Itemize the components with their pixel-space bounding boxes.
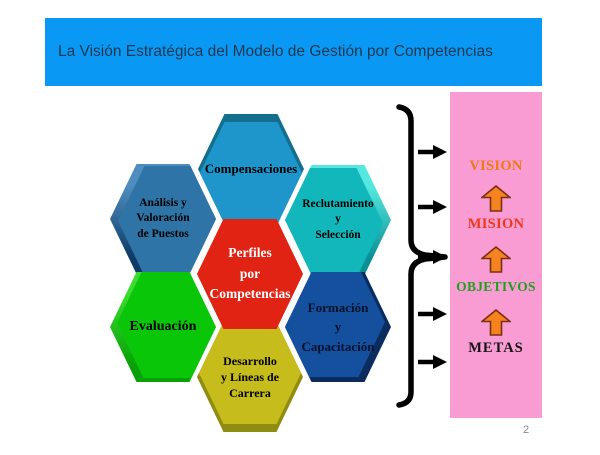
right-arrow-icon [418,250,447,264]
hexagon-analisis-valoracion-puestos: Análisis y Valoración de Puestos [110,164,216,274]
hexagon-label: Compensaciones [204,161,298,177]
up-arrow-icon [481,309,511,336]
up-arrow-icon [481,185,511,212]
hexagon-evaluacion: Evaluación [110,272,216,382]
up-arrow-icon [481,246,511,273]
goal-mision: MISION [467,216,525,232]
goal-metas: METAS [468,340,524,356]
hexagon-label: Desarrollo y Líneas de Carrera [220,353,279,401]
hexagon-perfiles-por-competencias: Perfiles por Competencias [197,219,303,329]
goal-vision: VISION [469,158,523,174]
right-arrow-icon [418,200,447,214]
right-arrow-icon [418,355,447,369]
goal-objetivos: OBJETIVOS [456,279,536,294]
right-arrow-icon [418,307,447,321]
right-arrow-icon [418,145,447,159]
hexagon-label: Análisis y Valoración de Puestos [136,196,190,240]
hexagon-compensaciones: Compensaciones [198,114,304,224]
goals-panel: VISION MISION OBJETIVOS METAS [450,92,542,418]
hexagon-label: Perfiles por Competencias [209,244,291,302]
page-title: La Visión Estratégica del Modelo de Gest… [58,43,493,60]
page-number: 2 [522,424,530,436]
brace-and-arrows [396,104,448,408]
title-bar: La Visión Estratégica del Modelo de Gest… [45,18,542,86]
hexagon-label: Evaluación [129,318,197,334]
hexagon-label: Formación y Capacitación [301,299,375,354]
hexagon-reclutamiento-seleccion: Reclutamiento y Selección [285,165,391,275]
hexagon-formacion-capacitacion: Formación y Capacitación [285,272,391,382]
hexagon-label: Reclutamiento y Selección [302,197,374,241]
hexagon-desarrollo-lineas-carrera: Desarrollo y Líneas de Carrera [197,322,303,432]
